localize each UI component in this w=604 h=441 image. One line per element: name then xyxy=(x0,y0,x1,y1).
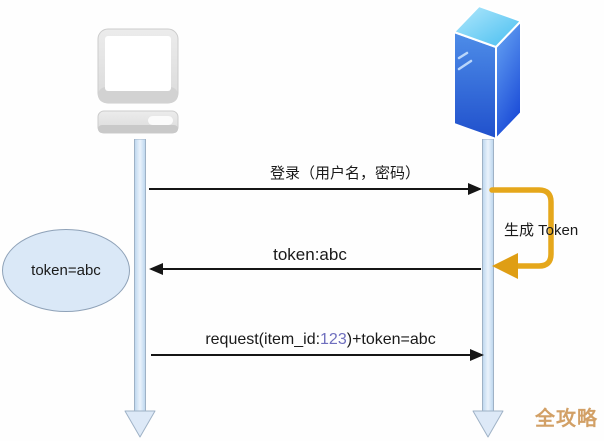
message-token-arrow xyxy=(149,263,481,275)
server-lifeline-arrowhead xyxy=(472,410,504,438)
message-login-arrow xyxy=(149,183,482,195)
token-note-label: token=abc xyxy=(31,262,101,279)
generate-token-label: 生成 Token xyxy=(504,222,579,239)
request-suffix: )+token=abc xyxy=(346,331,436,348)
arrowhead-right-icon xyxy=(468,183,482,195)
request-prefix: request(item_id: xyxy=(205,331,321,348)
computer-icon xyxy=(97,28,179,134)
arrowhead-left-icon xyxy=(149,263,163,275)
watermark-text: 全攻略 xyxy=(535,408,598,430)
request-item-id: 123 xyxy=(320,331,347,348)
message-login-label: 登录（用户名，密码） xyxy=(269,165,420,182)
client-lifeline-arrowhead xyxy=(124,410,156,438)
arrowhead-right-icon xyxy=(470,349,484,361)
loop-arrowhead-icon xyxy=(492,253,518,279)
message-request-arrow xyxy=(151,349,484,361)
server-vent-marks xyxy=(457,51,473,71)
message-token-label: token:abc xyxy=(273,245,347,264)
generate-token-loop-arrow xyxy=(489,187,554,279)
server-lifeline xyxy=(472,139,504,438)
message-request-label: request(item_id:123)+token=abc xyxy=(163,331,478,349)
token-note-ellipse: token=abc xyxy=(2,229,130,312)
server-icon xyxy=(453,5,522,140)
client-lifeline xyxy=(124,139,156,438)
